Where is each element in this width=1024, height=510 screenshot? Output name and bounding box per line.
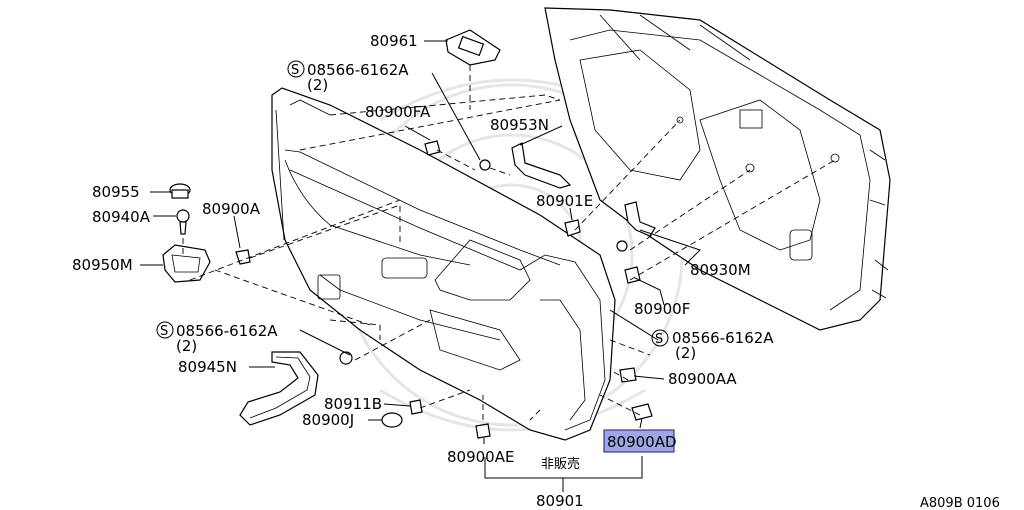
- door-inner-panel: [544, 7, 891, 331]
- svg-text:S: S: [291, 63, 299, 78]
- label-not-for-sale: 非販売: [541, 456, 580, 472]
- label-80930M: 80930M: [690, 261, 751, 279]
- label-08566-left-qty: (2): [176, 337, 197, 355]
- part-highlight-80900AD: [603, 429, 675, 453]
- leader-lines: [140, 40, 701, 492]
- label-80900FA: 80900FA: [365, 103, 431, 121]
- label-80900AE: 80900AE: [447, 448, 514, 466]
- small-parts: [162, 29, 656, 439]
- label-80945N: 80945N: [178, 358, 237, 376]
- label-80950M: 80950M: [72, 256, 133, 274]
- label-80900AA: 80900AA: [668, 370, 737, 388]
- svg-text:S: S: [160, 324, 168, 339]
- dashed-assembly-lines: [182, 65, 836, 421]
- door-trim-panel: [271, 87, 616, 441]
- label-08566-right-qty: (2): [675, 344, 696, 362]
- label-80900A: 80900A: [202, 200, 261, 218]
- label-08566-top: 08566-6162A: [307, 61, 409, 79]
- label-80901E: 80901E: [536, 192, 593, 210]
- label-80900AD: 80900AD: [607, 433, 677, 451]
- label-08566-left: 08566-6162A: [176, 322, 278, 340]
- s-mark-icon: S S S: [156, 60, 669, 347]
- label-80961: 80961: [370, 32, 418, 50]
- label-80953N: 80953N: [490, 116, 549, 134]
- label-80900J: 80900J: [302, 411, 354, 429]
- label-08566-right: 08566-6162A: [672, 329, 774, 347]
- svg-text:S: S: [655, 332, 663, 347]
- part-labels: 80961 08566-6162A (2) 80900FA 80953N 809…: [72, 32, 1000, 510]
- label-80955: 80955: [92, 183, 140, 201]
- label-08566-top-qty: (2): [307, 76, 328, 94]
- diagram-reference-code: A809B 0106: [920, 496, 1000, 510]
- label-80911B: 80911B: [324, 395, 382, 413]
- label-80940A: 80940A: [92, 208, 151, 226]
- label-80900F: 80900F: [634, 300, 690, 318]
- label-80901: 80901: [536, 492, 584, 510]
